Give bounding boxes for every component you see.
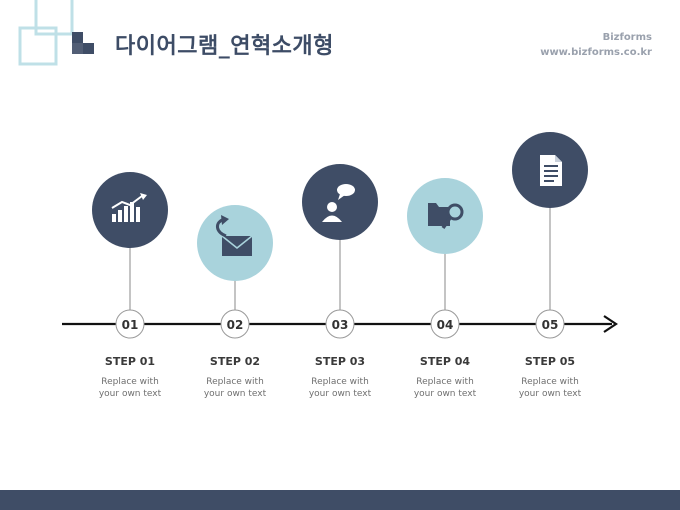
step-05-icon-circle [512,132,588,208]
step-05-number-marker: 05 [535,309,565,339]
step-05-desc-line2: your own text [518,389,582,399]
step-02-desc-line1: Replace with [206,377,264,387]
step-03-desc-line2: your own text [308,389,372,399]
folder-search-icon [428,203,464,230]
step-01-description: Replace with your own text [75,376,185,400]
step-01-desc-line1: Replace with [101,377,159,387]
step-01-number: 01 [122,318,139,332]
step-04-icon-circle [407,178,483,254]
brand-block: Bizforms www.bizforms.co.kr [540,30,652,60]
step-04-desc-line2: your own text [413,389,477,399]
timeline-arrowhead [603,315,618,333]
step-02-number: 02 [227,318,244,332]
step-05-number: 05 [542,318,559,332]
step-01-desc-line2: your own text [98,389,162,399]
step-03-icon-circle [302,164,378,240]
step-03-number-marker: 03 [325,309,355,339]
document-icon [540,155,562,186]
step-03-number: 03 [332,318,349,332]
step-02-icon-circle [197,205,273,281]
step-04-label: STEP 04 [419,355,471,368]
step-03-desc-line1: Replace with [311,377,369,387]
person-speech-icon [322,184,355,222]
logo-squares-decoration [18,0,94,66]
step-04-number: 04 [437,318,454,332]
step-03-label: STEP 03 [314,355,366,368]
step-02-desc-line2: your own text [203,389,267,399]
step-05-label: STEP 05 [524,355,576,368]
brand-name: Bizforms [602,32,652,43]
step-04-number-marker: 04 [430,309,460,339]
step-02-description: Replace with your own text [180,376,290,400]
step-04-description: Replace with your own text [390,376,500,400]
step-03-description: Replace with your own text [285,376,395,400]
step-01-icon-circle [92,172,168,248]
step-01-number-marker: 01 [115,309,145,339]
envelope-reply-icon [216,215,253,256]
step-04-desc-line1: Replace with [416,377,474,387]
footer-bar [0,490,680,510]
step-05-desc-line1: Replace with [521,377,579,387]
page-title: 다이어그램_연혁소개형 [115,34,334,59]
brand-url: www.bizforms.co.kr [540,47,652,58]
step-02-label: STEP 02 [209,355,261,368]
bar-chart-growth-icon [111,193,147,222]
step-01-label: STEP 01 [104,355,156,368]
step-05-description: Replace with your own text [495,376,605,400]
step-02-number-marker: 02 [220,309,250,339]
